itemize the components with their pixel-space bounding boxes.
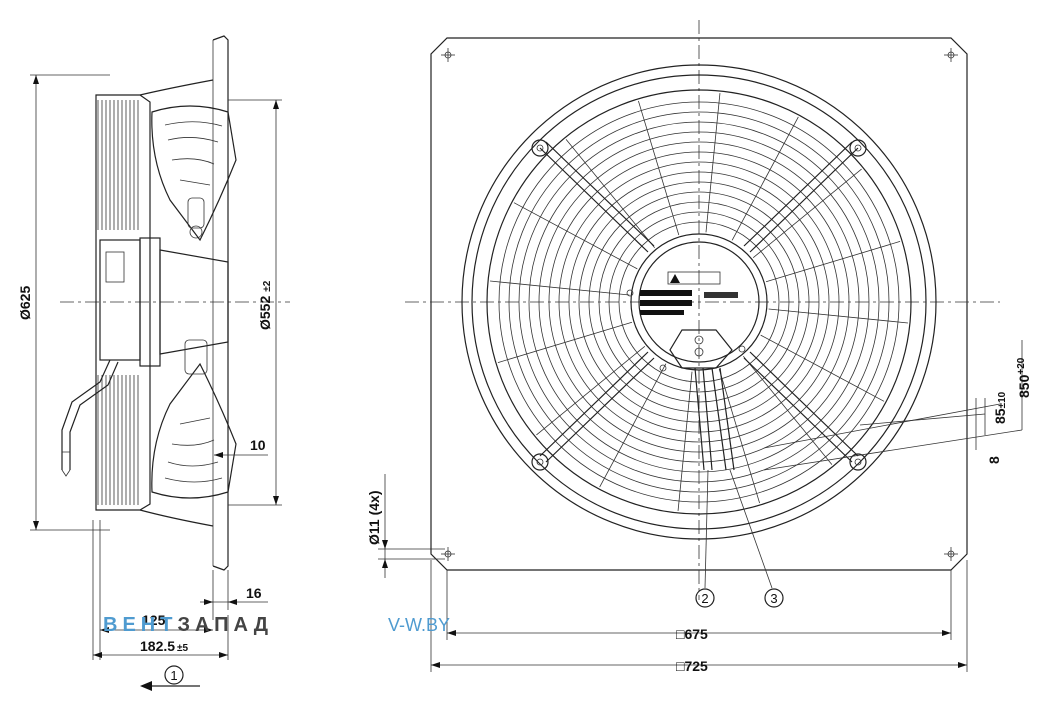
mounting-holes xyxy=(441,48,958,561)
dim-10: 10 xyxy=(250,437,266,453)
guard-spoke xyxy=(765,241,901,283)
dim-inner-square: □675 xyxy=(676,626,708,642)
rear-grill xyxy=(97,100,139,505)
guard-ring xyxy=(538,141,860,463)
guard-spoke xyxy=(677,371,693,511)
guard-spoke xyxy=(490,280,630,296)
guard-spoke xyxy=(599,363,667,488)
guard-spoke xyxy=(742,355,833,465)
guard-ring xyxy=(608,211,790,393)
dim-85: 85±10 xyxy=(992,391,1008,424)
dim-depth-tolerance: ±5 xyxy=(177,643,188,654)
guard-spoke xyxy=(760,334,885,402)
guard-spoke xyxy=(565,139,656,249)
guard-spoke xyxy=(768,308,908,324)
watermark-part2: ЗАПАД xyxy=(177,614,273,636)
dim-8: 8 xyxy=(986,456,1002,464)
guard-spoke xyxy=(536,345,646,436)
guard-ring xyxy=(498,101,900,503)
guard-spokes xyxy=(490,93,908,511)
guard-ring xyxy=(578,181,820,423)
dim-side-diameter: Ø625 xyxy=(17,286,33,320)
guard-spoke xyxy=(705,93,721,233)
guard-spoke xyxy=(752,168,862,259)
guard-ring xyxy=(558,161,840,443)
guard-ring xyxy=(598,201,800,403)
guard-ring xyxy=(518,121,880,483)
guard-rings xyxy=(498,101,900,503)
dim-16: 16 xyxy=(246,585,262,601)
dim-blade-diameter: Ø552 ±2 xyxy=(257,280,273,330)
callout-2: 2 xyxy=(701,591,708,606)
guard-ring xyxy=(528,131,870,473)
guard-spoke xyxy=(513,202,638,270)
watermark-part1: ВЕНТ xyxy=(103,614,177,636)
guard-spoke xyxy=(497,321,633,363)
dim-outer-square: □725 xyxy=(676,658,708,674)
callout-1: 1 xyxy=(170,668,177,683)
guard-ring xyxy=(568,171,830,433)
guard-spoke xyxy=(718,368,760,504)
guard-spoke xyxy=(638,100,680,236)
dim-cable-length-value: 850 xyxy=(1016,374,1032,398)
dim-125: 125 xyxy=(142,612,166,628)
front-view xyxy=(378,20,1023,672)
dim-depth: 182.5±5 xyxy=(140,638,189,654)
watermark: ВЕНТЗАПАД xyxy=(103,614,273,636)
guard-ring xyxy=(548,151,850,453)
dim-blade-tolerance: ±2 xyxy=(262,280,273,291)
dim-depth-value: 182.5 xyxy=(140,638,175,654)
support-struts xyxy=(531,139,867,471)
dim-85-value: 85 xyxy=(992,408,1008,424)
dim-blade-diameter-value: Ø552 xyxy=(257,296,273,330)
dim-cable-tolerance: +20 xyxy=(1016,357,1027,374)
guard-ring xyxy=(508,111,890,493)
guard-ring xyxy=(618,221,780,383)
side-view xyxy=(30,35,290,691)
callout-3: 3 xyxy=(770,591,777,606)
dim-cable-length: 850+20 xyxy=(1016,357,1032,398)
dim-hole-diameter: Ø11 (4x) xyxy=(366,491,382,545)
watermark-site: V-W.BY xyxy=(388,615,450,635)
dim-85-tolerance: ±10 xyxy=(997,391,1008,408)
guard-spoke xyxy=(731,116,799,241)
